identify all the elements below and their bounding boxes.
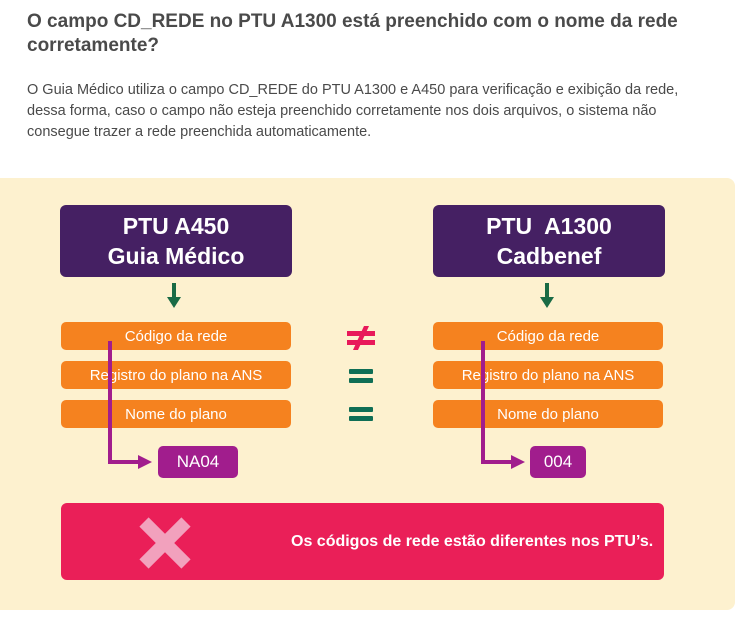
equals-icon [349, 369, 373, 383]
ptu-a1300-title: PTU A1300 [486, 213, 612, 239]
equals-icon [349, 407, 373, 421]
x-mark-icon [139, 517, 191, 569]
ptu-a450-header: PTU A450 Guia Médico [60, 205, 292, 277]
down-arrow-icon [540, 283, 554, 308]
right-network-code-value: 004 [530, 446, 586, 478]
field-label: Registro do plano na ANS [461, 366, 635, 384]
page-title: O campo CD_REDE no PTU A1300 está preenc… [27, 11, 678, 56]
left-field-network-code: Código da rede [61, 322, 291, 350]
guia-medico-subtitle: Guia Médico [107, 243, 245, 269]
right-field-network-code: Código da rede [433, 322, 663, 350]
field-label: Código da rede [496, 327, 600, 345]
left-network-code-value: NA04 [158, 446, 238, 478]
left-field-ans-registration: Registro do plano na ANS [61, 361, 291, 389]
left-code-connector [108, 341, 152, 469]
down-arrow-icon [167, 283, 181, 308]
field-label: Nome do plano [497, 405, 599, 423]
field-label: Nome do plano [125, 405, 227, 423]
right-code-connector [481, 341, 525, 469]
field-label: Registro do plano na ANS [89, 366, 263, 384]
field-label: Código da rede [124, 327, 228, 345]
cadbenef-subtitle: Cadbenef [496, 243, 602, 269]
code-value: 004 [543, 452, 573, 471]
right-field-ans-registration: Registro do plano na ANS [433, 361, 663, 389]
intro-paragraph: O Guia Médico utiliza o campo CD_REDE do… [27, 82, 679, 140]
error-alert: Os códigos de rede estão diferentes nos … [61, 503, 664, 580]
left-field-plan-name: Nome do plano [61, 400, 291, 428]
right-field-plan-name: Nome do plano [433, 400, 663, 428]
ptu-a450-title: PTU A450 [122, 213, 230, 239]
ptu-a1300-header: PTU A1300 Cadbenef [433, 205, 665, 277]
not-equal-icon [347, 326, 375, 350]
code-value: NA04 [176, 452, 220, 471]
alert-message: Os códigos de rede estão diferentes nos … [291, 533, 654, 550]
